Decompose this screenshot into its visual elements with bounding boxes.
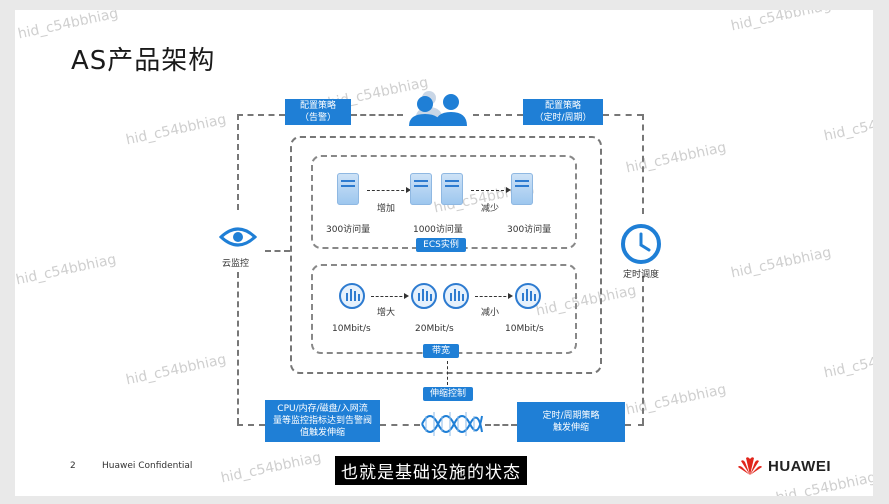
alarm-trigger-line2: 量等监控指标达到告警阀	[272, 416, 372, 426]
watermark: hid_c54bbhiag	[729, 244, 833, 282]
server-icon	[511, 173, 533, 205]
slide: hid_c54bbhiag hid_c54bbhiag hid_c54bbhia…	[15, 10, 873, 496]
eye-icon	[219, 227, 257, 247]
watermark: hid_c54bbhiag	[124, 351, 228, 389]
bandwidth-increase-label: 增大	[377, 308, 396, 318]
server-icon	[410, 173, 432, 205]
connector-line	[237, 424, 265, 426]
connector-line	[447, 361, 448, 385]
page-title: AS产品架构	[71, 46, 216, 76]
video-subtitle: 也就是基础设施的状态	[335, 456, 527, 485]
confidential-label: Huawei Confidential	[102, 461, 193, 471]
bandwidth-left-value: 10Mbit/s	[332, 324, 371, 334]
connector-line	[237, 114, 285, 116]
users-icon	[409, 91, 467, 126]
policy-alarm-line1: 配置策略	[299, 101, 336, 111]
huawei-logo-icon	[738, 457, 762, 475]
policy-timed-line1: 配置策略	[544, 101, 581, 111]
watermark: hid_c54bbhiag	[624, 139, 728, 177]
watermark: hid_c54bbhiag	[16, 10, 120, 43]
clock-icon	[621, 224, 661, 264]
ecs-mid-count: 1000访问量	[413, 225, 463, 235]
watermark: hid_c54bbhiag	[822, 107, 873, 145]
increase-arrow	[367, 187, 411, 193]
ecs-right-count: 300访问量	[507, 225, 552, 235]
connector-line	[237, 114, 239, 210]
timed-trigger-box: 定时/周期策略 触发伸缩	[517, 402, 625, 442]
connector-line	[625, 424, 644, 426]
server-icon	[337, 173, 359, 205]
scaling-control-label: 伸缩控制	[423, 387, 473, 401]
increase-arrow	[371, 293, 409, 299]
connector-line	[380, 424, 420, 426]
bandwidth-group	[311, 264, 577, 354]
watermark: hid_c54bbhiag	[124, 111, 228, 149]
bandwidth-icon	[339, 283, 365, 309]
policy-timed-line2: （定时/周期）	[534, 113, 592, 123]
connector-line	[473, 114, 523, 116]
bandwidth-icon	[443, 283, 469, 309]
watermark: hid_c54bbhiag	[729, 10, 833, 35]
logo-text: HUAWEI	[768, 457, 831, 475]
cloud-monitor-label: 云监控	[222, 259, 250, 269]
bandwidth-icon	[411, 283, 437, 309]
watermark: hid_c54bbhiag	[624, 381, 728, 419]
ecs-left-count: 300访问量	[326, 225, 371, 235]
alarm-trigger-line3: 值触发伸缩	[299, 428, 345, 438]
alarm-trigger-box: CPU/内存/磁盘/入网流 量等监控指标达到告警阀 值触发伸缩	[265, 400, 380, 442]
policy-alarm-line2: （告警）	[299, 113, 336, 123]
bandwidth-label: 带宽	[423, 344, 459, 358]
connector-line	[485, 424, 517, 426]
ecs-instance-label: ECS实例	[416, 238, 466, 252]
policy-timed-box: 配置策略 （定时/周期）	[523, 99, 603, 125]
connector-line	[642, 276, 644, 424]
ecs-increase-label: 增加	[377, 204, 396, 214]
bandwidth-decrease-label: 减小	[481, 308, 500, 318]
ecs-decrease-label: 减少	[481, 204, 500, 214]
bandwidth-mid-value: 20Mbit/s	[415, 324, 454, 334]
alarm-trigger-line1: CPU/内存/磁盘/入网流	[277, 404, 368, 414]
page-number: 2	[70, 461, 76, 471]
resource-group	[290, 136, 602, 374]
watermark: hid_c54bbhiag	[219, 449, 323, 487]
bandwidth-icon	[515, 283, 541, 309]
decrease-arrow	[471, 187, 511, 193]
connector-line	[265, 250, 290, 252]
timed-trigger-line2: 触发伸缩	[552, 423, 589, 433]
timed-trigger-line1: 定时/周期策略	[542, 411, 600, 421]
connector-line	[351, 114, 403, 116]
connector-line	[642, 114, 644, 214]
watermark: hid_c54bbhiag	[822, 344, 873, 382]
policy-alarm-box: 配置策略 （告警）	[285, 99, 351, 125]
connector-line	[603, 114, 643, 116]
decrease-arrow	[475, 293, 513, 299]
watermark: hid_c54bbhiag	[15, 251, 118, 289]
huawei-logo: HUAWEI	[737, 455, 831, 477]
connector-line	[237, 272, 239, 424]
dna-helix-icon	[421, 412, 483, 436]
server-icon	[441, 173, 463, 205]
timed-schedule-label: 定时调度	[623, 270, 660, 280]
bandwidth-right-value: 10Mbit/s	[505, 324, 544, 334]
